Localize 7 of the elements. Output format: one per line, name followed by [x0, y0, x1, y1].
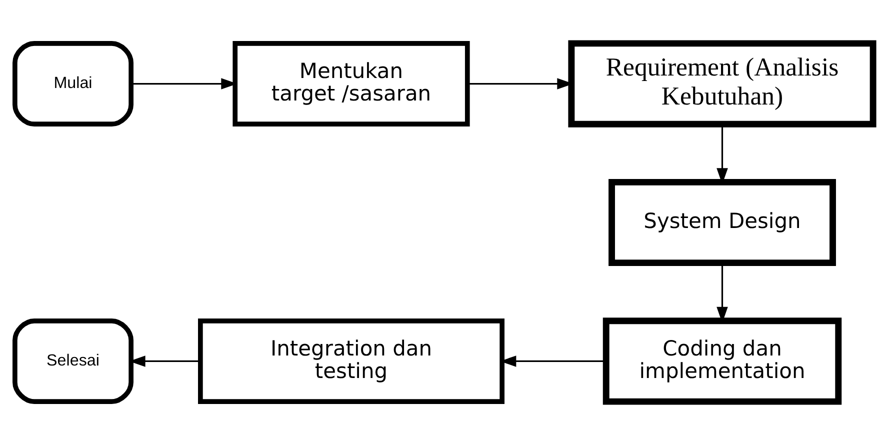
node-box: Integration dan testing: [198, 318, 504, 404]
node-box: Mulai: [12, 41, 134, 127]
node-box: Requirement (Analisis Kebutuhan): [568, 40, 876, 128]
node-box: System Design: [608, 178, 836, 266]
node-box: Selesai: [12, 318, 134, 404]
node-box: Coding dan implementation: [602, 318, 842, 405]
node-box: Mentukan target /sasaran: [232, 41, 470, 127]
